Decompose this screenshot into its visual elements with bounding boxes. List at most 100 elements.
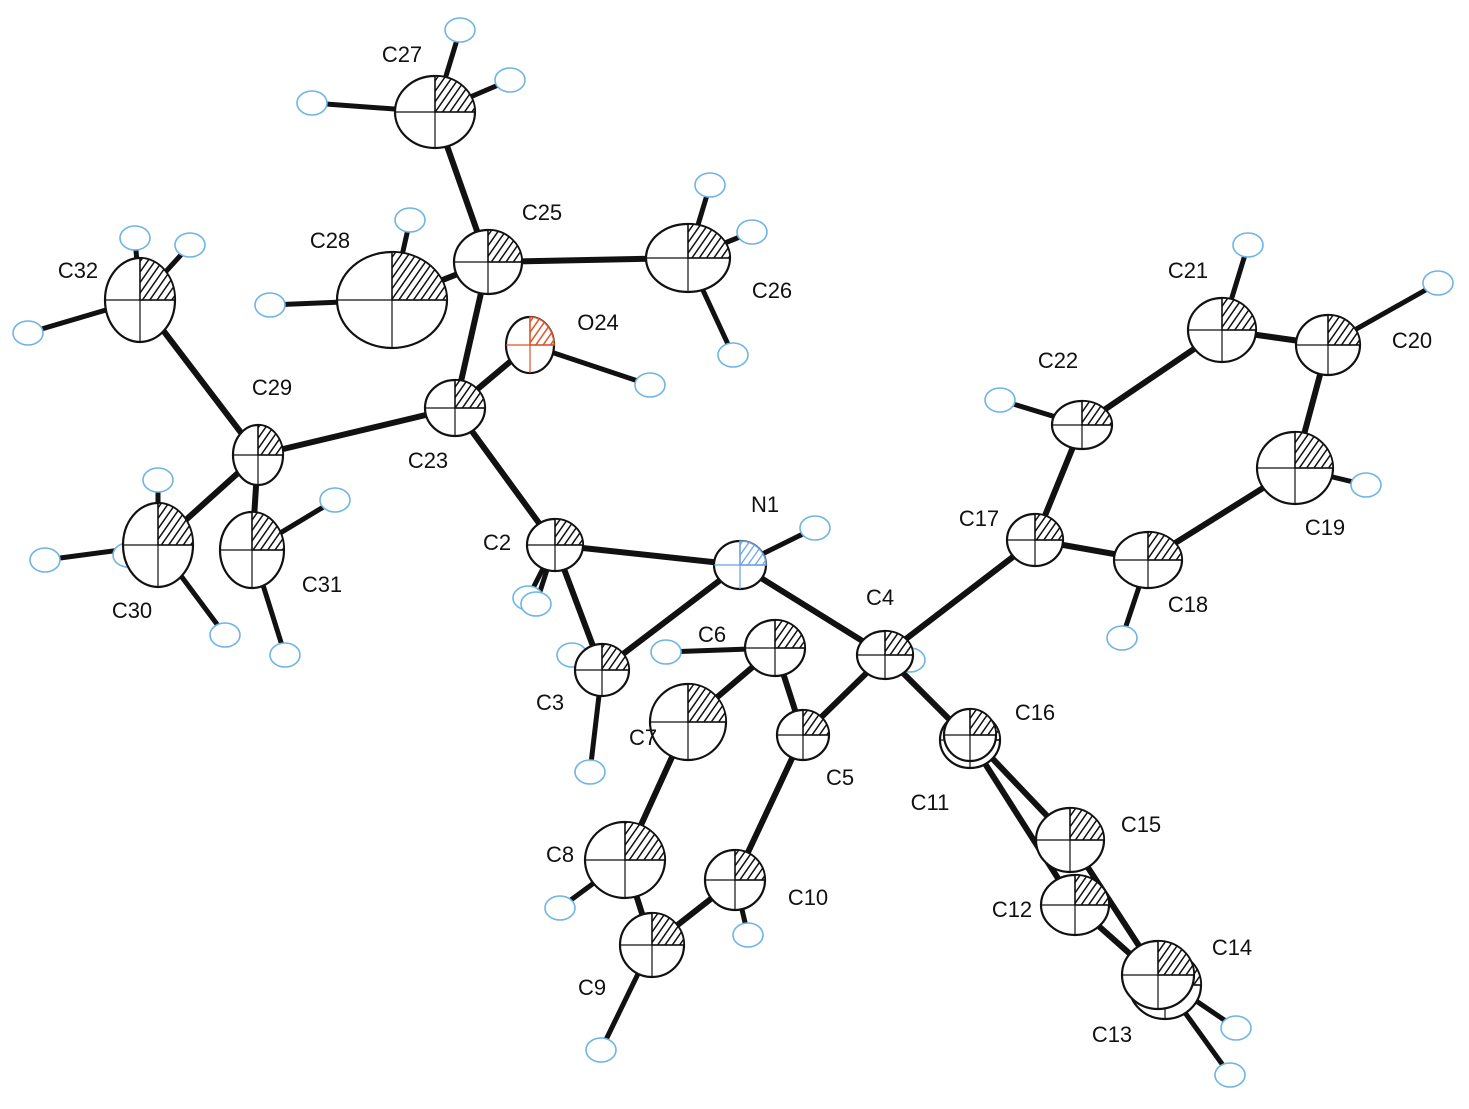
ellipsoid-octant-c19 (1294, 431, 1334, 469)
hydrogen-atom (1350, 472, 1382, 498)
atom-label-c8: C8 (546, 842, 574, 867)
atom-label-c31: C31 (302, 572, 342, 597)
hydrogen-atom (544, 895, 576, 921)
hydrogen-atom (494, 67, 526, 93)
atom-c6 (743, 618, 807, 678)
ellipsoid-octant-c4 (884, 630, 914, 656)
atom-label-o24: O24 (577, 310, 619, 335)
hydrogen-atom (984, 387, 1016, 413)
atom-label-c17: C17 (959, 506, 999, 531)
ellipsoid-octant-c5 (802, 709, 830, 736)
atom-o24 (504, 315, 556, 375)
ellipsoid-octant-c20 (1327, 314, 1361, 346)
hydrogen-atom (694, 172, 726, 198)
atom-n1 (712, 539, 768, 591)
bond-c23-c29 (255, 405, 458, 458)
atom-label-c30: C30 (112, 598, 152, 623)
ellipsoid-octant-c32 (139, 257, 176, 301)
ellipsoid-octant-c15 (1069, 807, 1105, 841)
atom-label-c28: C28 (310, 228, 350, 253)
atom-label-c14: C14 (1212, 935, 1252, 960)
ellipsoid-octant-c31 (251, 511, 285, 551)
atom-c7 (648, 682, 728, 762)
ellipsoid-octant-c14 (1157, 940, 1195, 976)
hydrogen-atom (1220, 1015, 1252, 1041)
atom-label-c19: C19 (1305, 515, 1345, 540)
atom-c22 (1050, 399, 1114, 451)
atom-label-c23: C23 (408, 448, 448, 473)
atom-label-c20: C20 (1392, 328, 1432, 353)
ellipsoid-octant-c10 (734, 849, 766, 881)
atom-c16 (942, 707, 998, 763)
ellipsoid-octant-o24 (529, 316, 555, 346)
ellipsoid-octant-c6 (774, 619, 806, 649)
atom-label-c10: C10 (788, 885, 828, 910)
hydrogen-atom (736, 219, 768, 245)
atom-label-c32: C32 (58, 258, 98, 283)
hydrogen-atom (585, 1037, 617, 1063)
atom-c30 (121, 501, 195, 589)
hydrogen-atom (1214, 1062, 1246, 1088)
hydrogen-atom (1106, 625, 1138, 651)
atom-c27 (393, 74, 477, 150)
atom-c3 (573, 642, 631, 698)
hydrogen-atom (29, 547, 61, 573)
ellipsoid-octant-c9 (651, 912, 685, 946)
atom-c20 (1294, 313, 1362, 377)
bond-n1-c2 (552, 542, 743, 568)
atom-label-c22: C22 (1038, 348, 1078, 373)
atom-label-c7: C7 (629, 725, 657, 750)
atom-label-c2: C2 (483, 530, 511, 555)
hydrogen-atom (12, 320, 44, 346)
atom-label-c13: C13 (1092, 1022, 1132, 1047)
ellipsoid-octant-c29 (257, 424, 284, 456)
hydrogen-atom (209, 622, 241, 648)
hydrogen-atom (732, 922, 764, 948)
atom-label-c27: C27 (382, 42, 422, 67)
ellipsoid-octant-c16 (969, 708, 997, 736)
atom-label-c26: C26 (752, 278, 792, 303)
atom-label-c9: C9 (578, 975, 606, 1000)
ellipsoid-octant-c28 (391, 251, 448, 301)
atom-c19 (1255, 430, 1335, 506)
bond-c11-c12 (967, 737, 1078, 908)
atom-label-c15: C15 (1121, 812, 1161, 837)
hydrogen-atom (1232, 232, 1264, 258)
hydrogen-atom (142, 467, 174, 493)
atom-c21 (1186, 296, 1258, 364)
atom-label-c11: C11 (911, 790, 950, 815)
atom-c25 (452, 228, 524, 296)
hydrogen-atom (119, 225, 151, 251)
ellipsoid-octant-c26 (687, 223, 731, 259)
atom-label-c25: C25 (522, 200, 562, 225)
atom-label-c4: C4 (866, 585, 894, 610)
ellipsoid-octant-c25 (487, 229, 523, 263)
bond-c4-c17 (882, 537, 1038, 658)
atom-label-c5: C5 (826, 765, 854, 790)
hydrogen-atom (717, 342, 749, 368)
ellipsoid-octant-c27 (434, 75, 476, 113)
hydrogen-atom (634, 372, 666, 398)
atom-c29 (231, 423, 285, 487)
ellipsoid-octant-c23 (454, 379, 486, 409)
ellipsoid-octant-c18 (1147, 531, 1183, 561)
hydrogen-atom (319, 487, 351, 513)
atom-c32 (103, 256, 177, 344)
atom-label-n1: N1 (751, 492, 779, 517)
hydrogen-atom (799, 515, 831, 541)
atom-c5 (775, 708, 831, 762)
atom-c10 (703, 848, 767, 912)
atom-c2 (525, 517, 585, 573)
bond-n1-c4 (737, 562, 888, 658)
atom-c28 (335, 250, 449, 350)
atom-c31 (218, 510, 286, 590)
atom-label-c6: C6 (698, 622, 726, 647)
ellipsoid-octant-c12 (1074, 874, 1110, 906)
atom-c14 (1120, 939, 1196, 1011)
hydrogen-atom (269, 642, 301, 668)
ellipsoid-octant-c21 (1221, 297, 1257, 331)
atom-labels-layer: N1C2C3C4C5C6C7C8C9C10C11C12C13C14C15C16C… (58, 42, 1432, 1047)
ellipsoid-octant-c7 (687, 683, 727, 723)
ellipsoid-octant-c22 (1081, 400, 1113, 426)
